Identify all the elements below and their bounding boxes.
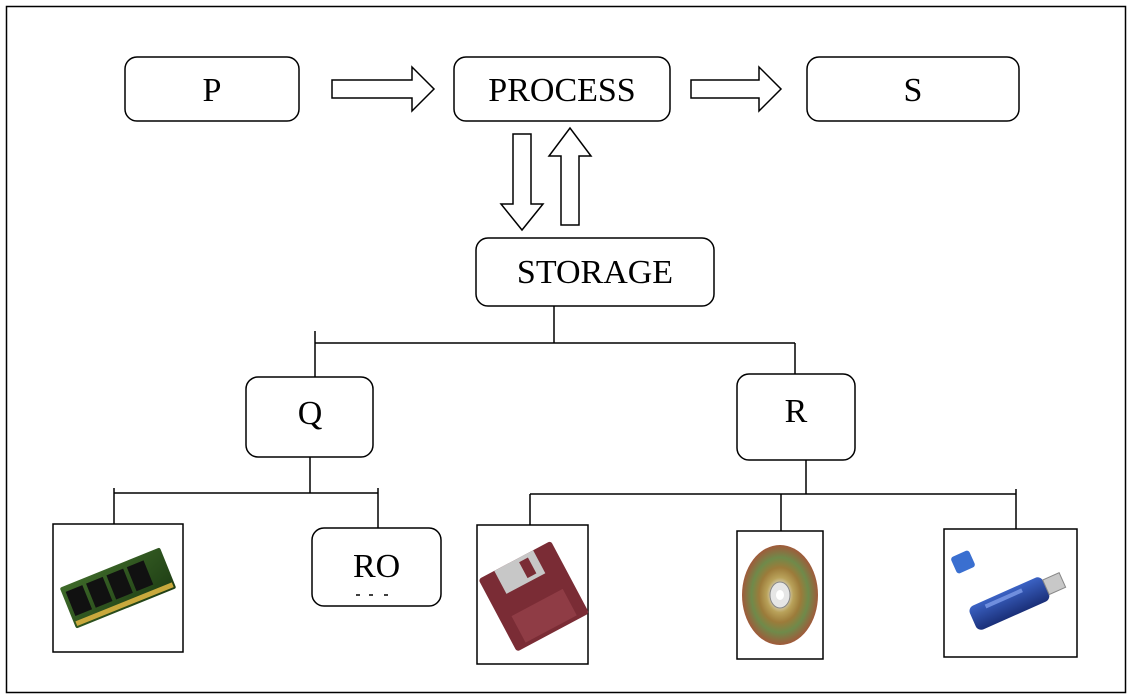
outer-frame <box>5 5 1127 694</box>
node-r-label: R <box>785 393 808 430</box>
node-s-label: S <box>904 72 923 109</box>
node-rom-label: RO <box>353 548 400 585</box>
node-storage-label: STORAGE <box>517 254 673 291</box>
node-rom-box <box>311 527 442 607</box>
connector-q-branch <box>113 457 379 528</box>
node-s-box <box>806 56 1020 122</box>
arrow-process-to-storage <box>499 133 545 232</box>
arrow-p-to-process <box>331 65 436 113</box>
ram-chip-image <box>52 523 184 653</box>
connector-r-branch <box>529 460 1017 531</box>
connector-storage-branch <box>314 306 796 377</box>
node-storage-box <box>475 237 715 307</box>
usb-flash-drive-image <box>943 528 1078 658</box>
floppy-disk-image <box>476 524 589 665</box>
node-p-label: P <box>203 72 222 109</box>
node-p-box <box>124 56 300 122</box>
compact-disc-image <box>736 530 824 660</box>
node-q-label: Q <box>298 395 323 432</box>
arrow-process-to-s <box>690 65 783 113</box>
node-r-box <box>736 373 856 461</box>
arrow-storage-to-process <box>547 126 593 226</box>
node-process-label: PROCESS <box>488 72 635 109</box>
node-process-box <box>453 56 671 122</box>
